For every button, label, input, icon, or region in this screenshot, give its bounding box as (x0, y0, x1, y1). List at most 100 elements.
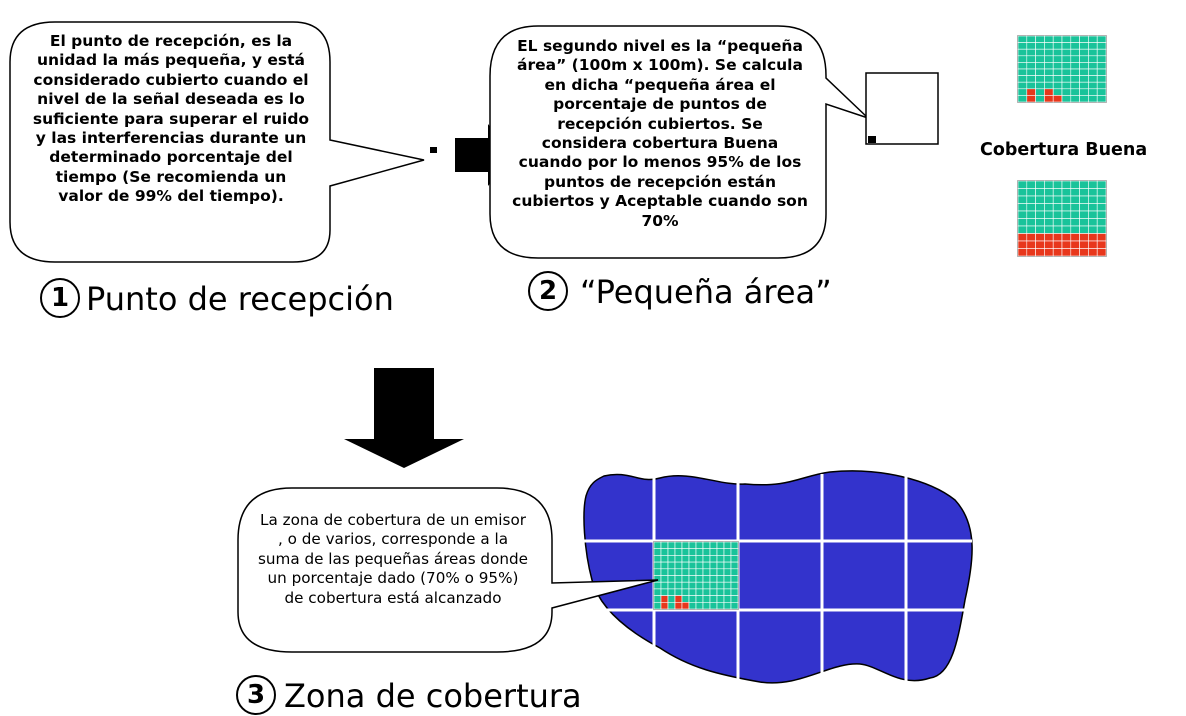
grid-cell (1017, 42, 1028, 50)
grid-cell (1070, 42, 1080, 50)
grid-cell (681, 568, 690, 576)
grid-cell (1096, 62, 1107, 70)
grid-cell (702, 541, 711, 549)
grid-cell (1070, 218, 1080, 227)
grid-cell (695, 568, 704, 576)
grid-cell (709, 588, 718, 596)
grid-cell (702, 601, 711, 610)
grid-cell (723, 575, 732, 583)
grid-cell (1017, 233, 1028, 242)
grid-cell (1044, 62, 1054, 70)
grid-cell (653, 601, 662, 610)
grid-cell (716, 561, 725, 570)
grid-cell (1070, 68, 1080, 76)
grid-cell (1035, 248, 1045, 257)
down-arrow (344, 368, 464, 468)
grid-cell (688, 548, 697, 556)
grid-cell (1017, 75, 1028, 83)
grid-cell (1070, 195, 1080, 204)
grid-cell (667, 601, 676, 610)
grid-cell (1096, 195, 1107, 204)
grid-cell (1026, 42, 1036, 50)
grid-cell (1088, 180, 1098, 189)
grid-cell (660, 561, 669, 570)
grid-cell (1017, 180, 1028, 189)
grid-cell (730, 581, 739, 590)
grid-cell (1061, 62, 1072, 70)
grid-cell (1088, 210, 1098, 219)
grid-cell (681, 588, 690, 596)
grid-cell (681, 575, 690, 583)
coverage-region (583, 470, 973, 684)
grid-cell (1088, 35, 1098, 43)
grid-cell (716, 548, 725, 556)
grid-cell (1070, 180, 1080, 189)
grid-cell (1096, 81, 1107, 90)
grid-cell (1026, 203, 1036, 212)
grid-cell (674, 555, 683, 563)
grid-cell (723, 581, 732, 590)
grid-cell (1035, 210, 1045, 219)
grid-cell (1079, 95, 1089, 103)
grid-cell (653, 581, 662, 590)
grid-cell (1079, 81, 1089, 90)
grid-cell (1096, 75, 1107, 83)
grid-cell (1026, 62, 1036, 70)
grid-cell (1026, 195, 1036, 204)
grid-cell (695, 588, 704, 596)
grid-cell (1052, 180, 1063, 189)
grid-cell (1061, 203, 1072, 212)
grid-cell (730, 601, 739, 610)
grid-cell (1061, 210, 1072, 219)
grid-cell (681, 555, 690, 563)
grid-cell (702, 595, 711, 603)
grid-cell (709, 601, 718, 610)
grid-cell (1061, 248, 1072, 257)
grid-cell (1035, 225, 1045, 234)
grid-cell (1096, 95, 1107, 103)
grid-cell (1044, 81, 1054, 90)
grid-cell (1035, 195, 1045, 204)
grid-cell (688, 575, 697, 583)
grid-cell (1096, 48, 1107, 57)
grid-cell (716, 601, 725, 610)
grid-cell (723, 555, 732, 563)
step-3-number: 3 (236, 675, 276, 715)
grid-cell (667, 588, 676, 596)
grid-cell (674, 575, 683, 583)
grid-cell (716, 588, 725, 596)
grid-cell (1061, 240, 1072, 249)
grid-cell (1061, 68, 1072, 76)
grid-cell (1035, 88, 1045, 96)
grid-cell (653, 555, 662, 563)
grid-cell (1088, 248, 1098, 257)
grid-cell (1017, 240, 1028, 249)
coverage-zone-bubble (237, 487, 659, 653)
grid-cell (1035, 81, 1045, 90)
grid-cell (1044, 42, 1054, 50)
grid-cell (1026, 210, 1036, 219)
grid-cell (1088, 55, 1098, 63)
grid-cell (1079, 75, 1089, 83)
grid-cell (695, 595, 704, 603)
grid-cell (1044, 218, 1054, 227)
grid-cell (1052, 240, 1063, 249)
grid-cell (674, 541, 683, 549)
grid-cell (1035, 233, 1045, 242)
step-2-number: 2 (528, 271, 568, 311)
grid-cell (1052, 188, 1063, 197)
grid-cell (716, 595, 725, 603)
grid-cell (716, 581, 725, 590)
grid-cell (1070, 75, 1080, 83)
grid-cell (1096, 218, 1107, 227)
grid-cell (723, 601, 732, 610)
grid-cell (709, 575, 718, 583)
grid-cell (1026, 35, 1036, 43)
grid-cell (1026, 75, 1036, 83)
grid-cell (688, 588, 697, 596)
grid-cell (1096, 233, 1107, 242)
grid-cell (723, 561, 732, 570)
coverage-zone-description: La zona de cobertura de un emisor , o de… (258, 511, 528, 607)
acceptable-coverage-grid (1017, 180, 1107, 257)
grid-cell (674, 548, 683, 556)
